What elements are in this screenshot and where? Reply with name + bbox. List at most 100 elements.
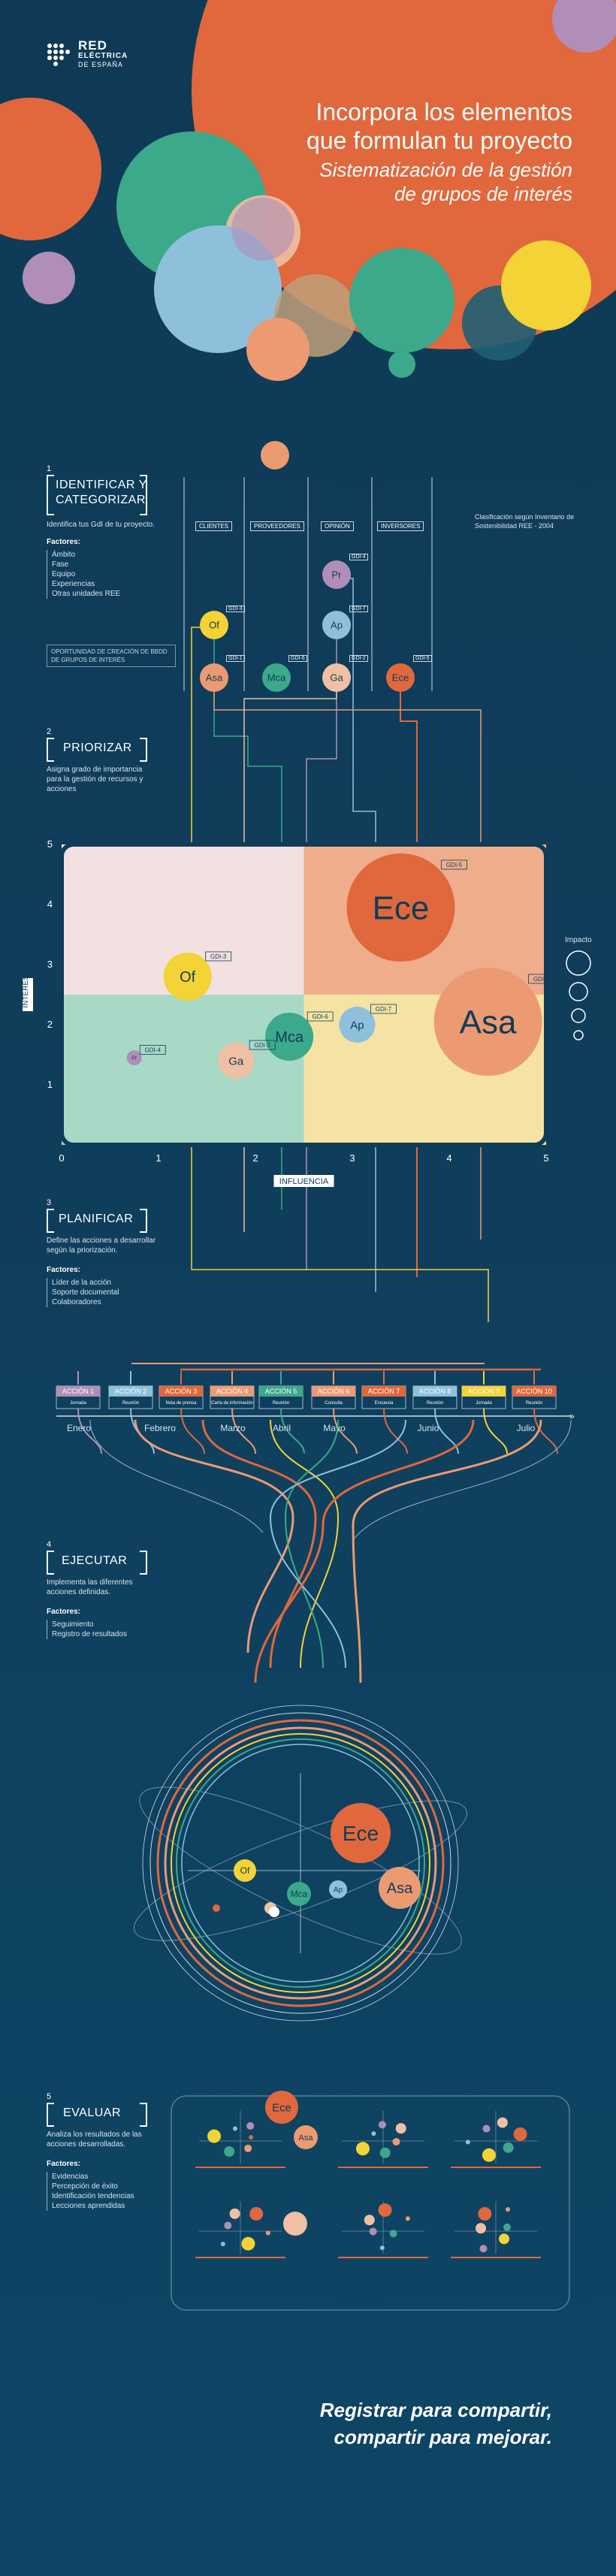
step1-factor: Ámbito <box>52 551 76 559</box>
step4-factors: Seguimiento Registro de resultados <box>47 1620 157 1639</box>
eval-node-asa-label: Asa <box>299 2134 314 2143</box>
bubble-purple-center <box>231 198 294 261</box>
exec-node-ece-circle <box>331 1803 391 1863</box>
gdi-tag: GDI-3 <box>226 605 245 612</box>
y-tick-label: 5 <box>47 838 53 850</box>
step1-factors-title: Factores: <box>47 538 81 546</box>
exec-node-ece: Ece <box>331 1803 391 1863</box>
step1-node-ap-label: Ap <box>331 620 343 631</box>
chart-point-tag: GDI-5 <box>441 859 467 870</box>
step1-node-mca-label: Mca <box>267 672 286 684</box>
step5-bracket-right <box>140 2103 147 2127</box>
column-tag-opinion: OPINIÓN <box>321 521 354 531</box>
exec-node-asa: Asa <box>379 1867 421 1909</box>
step3-factors-title: Factores: <box>47 1266 81 1274</box>
step1-bracket-left <box>47 475 54 515</box>
gdi-tag: GDI-1 <box>226 655 245 662</box>
step1-node-asa-circle <box>200 663 228 692</box>
step1-node-of-label: Of <box>209 620 219 631</box>
svg-text:GDI-3: GDI-3 <box>210 953 227 960</box>
step4-factors-title: Factores: <box>47 1608 81 1616</box>
step3-factor: Soporte documental <box>52 1288 119 1297</box>
step1-number: 1 <box>47 464 52 473</box>
action-label: ACCIÓN 1 <box>62 1388 95 1395</box>
title-line2: que formulan tu proyecto <box>306 127 572 154</box>
chart-point-of: Of <box>163 953 212 1001</box>
evaluation-cell <box>451 2201 541 2258</box>
chart-point-ap-circle <box>339 1007 376 1043</box>
step1-opportunity: OPORTUNIDAD DE CREACIÓN DE BBDD DE GRUPO… <box>47 645 176 667</box>
month-label: Junio <box>418 1423 439 1433</box>
step1-node-asa: Asa <box>200 663 228 692</box>
step1-title-line2: CATEGORIZAR <box>56 494 146 506</box>
evaluation-cell <box>338 2201 428 2258</box>
step2-title: PRIORIZAR <box>63 741 132 754</box>
gdi-tag: GDI-2 <box>349 655 368 662</box>
action-sub: Carta de información <box>211 1401 253 1406</box>
eval-node-asa: Asa <box>294 2125 318 2149</box>
step1-node-pr: Pr <box>322 560 351 589</box>
step5-bracket-left <box>47 2103 54 2127</box>
month-label: Abril <box>273 1423 291 1433</box>
step1-node-asa-label: Asa <box>206 672 223 684</box>
chart-point-ga: Ga <box>218 1043 255 1079</box>
y-axis-label-bg <box>23 978 33 1011</box>
footer-slogan: Registrar para compartir, compartir para… <box>320 2396 552 2451</box>
step3-factor: Colaboradores <box>52 1298 101 1306</box>
step4-description: Implementa las diferentes acciones defin… <box>47 1578 133 1596</box>
step3-number: 3 <box>47 1198 52 1207</box>
step3-factor: Líder de la acción <box>52 1279 111 1287</box>
evaluation-cell <box>338 2111 428 2168</box>
exec-node-ap: Ap <box>329 1880 347 1898</box>
evaluation-cell <box>451 2111 541 2168</box>
timeline-arrow-icon: » <box>569 1411 575 1421</box>
chart-point-asa-label: Asa <box>460 1004 517 1040</box>
step4-title: EJECUTAR <box>62 1554 128 1567</box>
connector-of <box>191 627 489 1322</box>
x-axis-label-bg <box>273 1175 334 1187</box>
step1-title-line1: IDENTIFICAR Y <box>56 479 147 491</box>
logo-line1: RED <box>78 38 107 53</box>
action-sub: Reunión <box>273 1401 289 1406</box>
title-line1: Incorpora los elementos <box>316 98 572 125</box>
step5-number: 5 <box>47 2092 52 2101</box>
chart-point-tag: GDI-4 <box>139 1045 166 1055</box>
y-tick-label: 2 <box>47 1019 53 1030</box>
step2-bracket-right <box>140 738 147 762</box>
exec-small-node <box>213 1904 220 1912</box>
step4-number: 4 <box>47 1540 52 1549</box>
chart-point-ece-label: Ece <box>373 889 430 926</box>
logo-line2: ELÉCTRICA <box>78 52 128 60</box>
chart-point-ap-label: Ap <box>350 1019 364 1031</box>
step1-columns <box>183 477 433 691</box>
exec-node-mca-circle <box>287 1882 311 1906</box>
chart-point-ga-circle <box>218 1043 255 1079</box>
eval-node-ece-label: Ece <box>272 2101 291 2114</box>
step3-bracket-left <box>47 1209 54 1233</box>
month-label: Febrero <box>144 1423 176 1433</box>
bubble-left-orange <box>0 98 101 240</box>
evaluation-panel <box>171 2095 570 2311</box>
step1-factor: Experiencias <box>52 580 95 588</box>
chart-point-mca-label: Mca <box>275 1029 304 1046</box>
action-flow <box>180 1408 205 1454</box>
logo-text: RED ELÉCTRICA DE ESPAÑA <box>78 39 128 69</box>
bubble-purple-left <box>23 252 75 304</box>
step1-node-ga-label: Ga <box>330 672 343 684</box>
chart-point-mca: Mca <box>265 1013 314 1061</box>
exec-node-asa-circle <box>379 1867 421 1909</box>
gdi-tag: GDI-6 <box>288 655 307 662</box>
chart-point-asa: Asa <box>433 968 542 1076</box>
chart-frame <box>59 842 548 1147</box>
step2-heading: PRIORIZAR <box>47 738 152 762</box>
step1-node-mca: Mca <box>262 663 291 692</box>
step4-bracket-left <box>47 1551 54 1575</box>
x-tick-label: 2 <box>252 1152 258 1164</box>
quadrant-bottom-left <box>62 995 304 1145</box>
action-sub: Nota de prensa <box>165 1401 197 1406</box>
